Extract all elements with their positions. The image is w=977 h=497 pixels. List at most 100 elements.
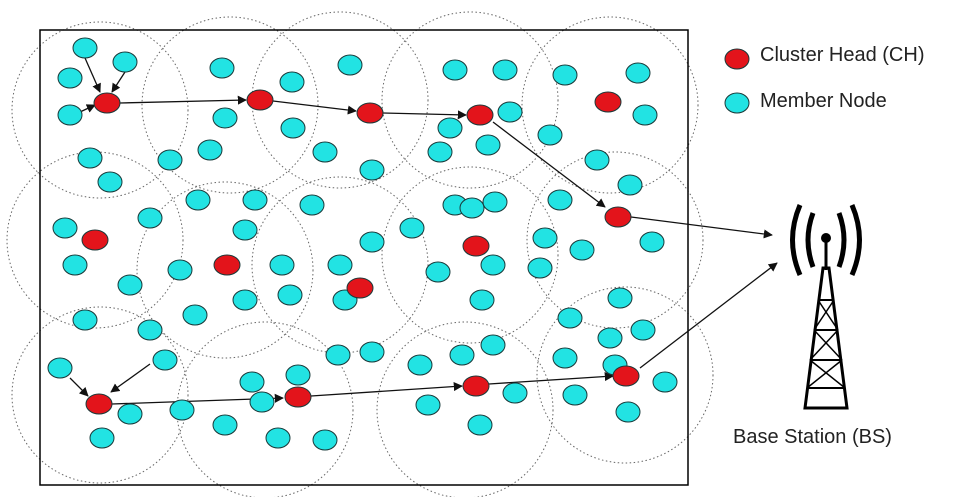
member-node: [480, 254, 506, 276]
cluster-circle: [136, 181, 314, 359]
member-node: [449, 344, 475, 366]
member-node: [47, 357, 73, 379]
cluster-circle: [536, 286, 714, 464]
member-node: [547, 189, 573, 211]
member-node: [569, 239, 595, 261]
cluster-circle: [251, 11, 429, 189]
member-node: [212, 107, 238, 129]
member-node: [552, 347, 578, 369]
routing-arrow: [69, 377, 89, 397]
member-node: [527, 257, 553, 279]
routing-arrow: [310, 382, 463, 397]
member-node: [57, 104, 83, 126]
member-node: [57, 67, 83, 89]
member-node: [285, 364, 311, 386]
cluster-head-node: [213, 254, 241, 276]
member-node: [212, 414, 238, 436]
member-node: [242, 189, 268, 211]
member-node: [562, 384, 588, 406]
cluster-head-node: [85, 393, 113, 415]
cluster-head-node: [93, 92, 121, 114]
member-node: [72, 37, 98, 59]
cluster-heads: [81, 89, 640, 415]
cluster-circle: [11, 21, 189, 199]
member-node: [232, 219, 258, 241]
member-node: [52, 217, 78, 239]
member-node: [632, 104, 658, 126]
member-node: [467, 414, 493, 436]
cluster-circle: [141, 16, 319, 194]
cluster-head-node: [81, 229, 109, 251]
cluster-circle: [11, 306, 189, 484]
member-node: [480, 334, 506, 356]
routing-arrow: [639, 262, 778, 369]
member-node: [137, 207, 163, 229]
member-node: [169, 399, 195, 421]
member-node: [152, 349, 178, 371]
member-node: [337, 54, 363, 76]
legend-member-node-label: Member Node: [760, 90, 887, 112]
member-node: [359, 159, 385, 181]
member-node: [652, 371, 678, 393]
member-node: [239, 371, 265, 393]
member-node: [137, 319, 163, 341]
member-node: [197, 139, 223, 161]
cluster-head-node: [246, 89, 274, 111]
member-node: [497, 101, 523, 123]
member-node: [280, 117, 306, 139]
legend-cluster-head-icon: [724, 48, 750, 70]
cluster-circle: [526, 151, 704, 329]
cluster-head-node: [284, 386, 312, 408]
member-node: [532, 227, 558, 249]
member-node: [97, 171, 123, 193]
cluster-head-node: [612, 365, 640, 387]
cluster-circle: [521, 16, 699, 194]
member-node: [312, 429, 338, 451]
cluster-head-node: [462, 235, 490, 257]
member-node: [157, 149, 183, 171]
cluster-head-node: [356, 102, 384, 124]
member-node: [185, 189, 211, 211]
routing-arrow: [630, 216, 773, 239]
member-node: [359, 231, 385, 253]
member-node: [427, 141, 453, 163]
member-node: [552, 64, 578, 86]
member-node: [89, 427, 115, 449]
member-node: [597, 327, 623, 349]
member-node: [299, 194, 325, 216]
member-nodes: [47, 37, 678, 451]
member-node: [425, 261, 451, 283]
member-node: [557, 307, 583, 329]
member-node: [277, 284, 303, 306]
routing-arrow: [492, 121, 606, 208]
sensor-field-border: [39, 29, 689, 486]
member-node: [249, 391, 275, 413]
member-node: [265, 427, 291, 449]
cluster-head-node: [462, 375, 490, 397]
legend-cluster-head-label: Cluster Head (CH): [760, 44, 925, 66]
member-node: [415, 394, 441, 416]
member-node: [209, 57, 235, 79]
member-node: [167, 259, 193, 281]
routing-arrow: [382, 110, 467, 120]
routing-arrow: [110, 363, 151, 393]
cluster-circle: [6, 151, 184, 329]
routing-arrow: [79, 104, 96, 113]
member-node: [442, 59, 468, 81]
base-station-label: Base Station (BS): [733, 426, 892, 448]
cluster-head-node: [594, 91, 622, 113]
member-node: [625, 62, 651, 84]
routing-arrow: [119, 95, 247, 105]
member-node: [475, 134, 501, 156]
member-node: [269, 254, 295, 276]
member-node: [630, 319, 656, 341]
member-node: [615, 401, 641, 423]
cluster-boundaries: [6, 11, 714, 497]
member-node: [617, 174, 643, 196]
cluster-head-node: [346, 277, 374, 299]
member-node: [437, 117, 463, 139]
member-node: [537, 124, 563, 146]
member-node: [117, 274, 143, 296]
routing-arrow: [272, 100, 357, 115]
